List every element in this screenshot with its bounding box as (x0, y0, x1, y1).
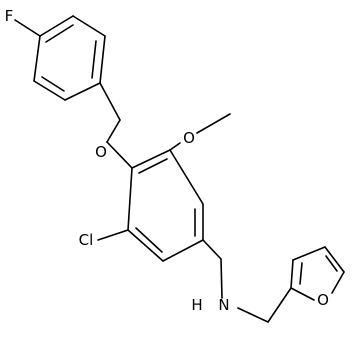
bond-benzyl-ch2 (99, 82, 121, 121)
bond-n-ch2 (237, 307, 269, 323)
bond-c-cl (97, 229, 129, 241)
bond (33, 35, 41, 82)
bond-ch2-n (220, 258, 223, 299)
bond-aryl-ch2 (202, 239, 222, 260)
furan-ring (290, 246, 345, 301)
bond (292, 246, 326, 261)
bond (39, 15, 74, 37)
ether-oxygen-label: O (95, 143, 107, 161)
bond-c-f (14, 19, 41, 37)
bond (99, 35, 106, 84)
methoxy-oxygen-label: O (183, 129, 195, 147)
bond (127, 167, 133, 231)
fluorine-label: F (5, 7, 14, 25)
bond (290, 259, 294, 289)
double-bond (135, 227, 163, 253)
bond (169, 149, 204, 205)
bond (33, 80, 66, 101)
bond (331, 271, 345, 294)
bond (290, 287, 315, 301)
central-ring (127, 149, 204, 262)
bond-aryl-o-methoxy (169, 142, 181, 151)
amine-hydrogen-label: H (191, 296, 202, 314)
bond-ch2-furan (267, 287, 292, 323)
furan-oxygen-label: O (317, 291, 329, 309)
double-bond (299, 262, 303, 285)
double-bond (45, 24, 74, 43)
bond-o-methyl (196, 113, 231, 134)
double-bond (138, 158, 168, 174)
double-bond (41, 76, 65, 92)
atom-labels: F O O Cl H N O (5, 7, 329, 314)
bond-ch2-o (106, 119, 121, 143)
bond (324, 246, 345, 273)
bond (64, 82, 101, 101)
bond-o-aryl (106, 141, 133, 169)
amine-nitrogen-label: N (218, 296, 229, 314)
chlorine-label: Cl (79, 231, 94, 249)
fluorophenyl-ring (33, 15, 106, 101)
double-bond (91, 40, 97, 79)
bond (72, 15, 106, 37)
bond (162, 239, 204, 262)
bond (131, 149, 171, 169)
bond (127, 229, 164, 262)
double-bond (325, 255, 338, 272)
